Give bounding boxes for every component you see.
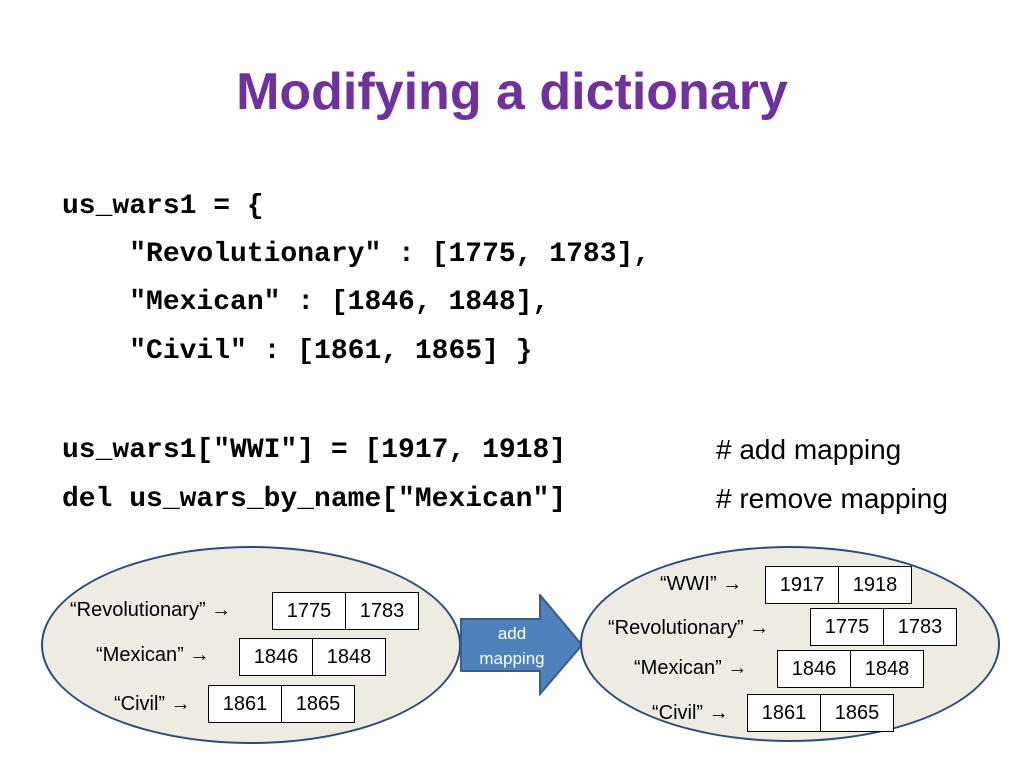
after-key-revolutionary: “Revolutionary” → [608,617,770,639]
after-value-wwi-end: 1918 [838,566,912,604]
after-value-civil-end: 1865 [820,694,894,732]
before-key-mexican: “Mexican” → [96,644,210,666]
comment-add-mapping: # add mapping [716,434,902,465]
after-value-wwi-start: 1917 [765,566,839,604]
comment-remove-mapping: # remove mapping [716,483,948,514]
code-line-4: "Civil" : [1861, 1865] } [62,336,533,367]
after-value-civil-start: 1861 [747,694,821,732]
code-line-3: "Mexican" : [1846, 1848], [62,287,550,318]
before-value-revolutionary-end: 1783 [345,592,419,630]
before-value-mexican-start: 1846 [239,638,313,676]
before-key-revolutionary: “Revolutionary” → [70,599,232,621]
after-key-civil: “Civil” → [652,702,729,724]
before-value-mexican-end: 1848 [312,638,386,676]
code-line-1: us_wars1 = { [62,191,264,222]
after-key-wwi: “WWI” → [660,573,743,595]
code-line-2: "Revolutionary" : [1775, 1783], [62,239,651,270]
slide-title: Modifying a dictionary [236,63,788,121]
arrow-label-add: add [497,624,527,643]
after-value-revolutionary-start: 1775 [810,608,884,646]
code-line-add: us_wars1["WWI"] = [1917, 1918] [62,435,567,466]
before-value-revolutionary-start: 1775 [272,592,346,630]
after-value-revolutionary-end: 1783 [883,608,957,646]
arrow-label-mapping: mapping [479,649,545,668]
code-line-del: del us_wars_by_name["Mexican"] [62,484,567,515]
before-value-civil-end: 1865 [281,685,355,723]
after-key-mexican: “Mexican” → [634,657,748,679]
before-value-civil-start: 1861 [208,685,282,723]
after-value-mexican-end: 1848 [850,650,924,688]
before-key-civil: “Civil” → [114,693,191,715]
add-mapping-arrow-icon [460,594,584,696]
after-value-mexican-start: 1846 [777,650,851,688]
